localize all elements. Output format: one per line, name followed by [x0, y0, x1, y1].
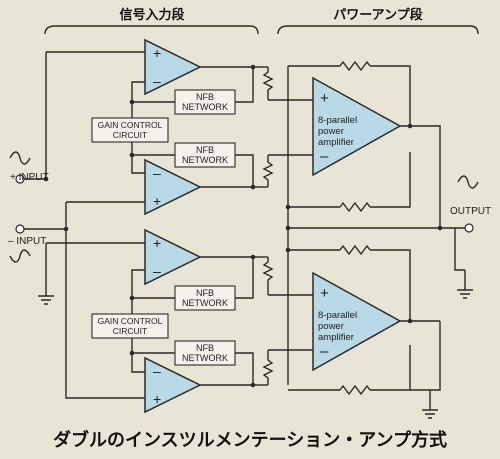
plus-sign: + [320, 90, 329, 107]
plus-sign: + [153, 45, 161, 61]
circuit-label: CIRCUIT [113, 326, 147, 336]
input-opamp-2: – + [144, 158, 202, 216]
network-label: NETWORK [182, 353, 228, 363]
nfb-network-box-1: NFB NETWORK [174, 89, 236, 115]
input-opamp-3: + – [144, 228, 202, 286]
gain-control-box-2: GAIN CONTROL CIRCUIT [91, 313, 169, 339]
wiring [24, 51, 466, 410]
amp-label-line3: amplifier [318, 137, 354, 148]
plus-sign: + [153, 391, 161, 407]
amp-label-line1: 8-parallel [318, 115, 357, 126]
minus-sign: – [153, 263, 161, 279]
nfb-label: NFB [196, 343, 214, 353]
input-stage-header: 信号入力段 [44, 7, 259, 35]
amp-label-line1: 8-parallel [318, 310, 357, 321]
nfb-network-box-4: NFB NETWORK [174, 340, 236, 366]
power-amplifier-1: + – 8-parallel power amplifier [312, 76, 402, 177]
plus-sign: + [320, 285, 329, 302]
output-terminal [457, 175, 479, 233]
nfb-network-box-3: NFB NETWORK [174, 285, 236, 311]
power-amplifier-2: + – 8-parallel power amplifier [312, 271, 402, 372]
amp-label-line2: power [318, 126, 344, 137]
network-label: NETWORK [182, 155, 228, 165]
amp-label-line3: amplifier [318, 332, 354, 343]
ground-symbol-right [457, 289, 473, 299]
input-stage-title: 信号入力段 [119, 7, 184, 23]
nfb-label: NFB [196, 145, 214, 155]
minus-sign: – [320, 343, 329, 360]
minus-input-terminal [9, 224, 31, 263]
plus-sign: + [153, 235, 161, 251]
network-label: NETWORK [182, 102, 228, 112]
output-label: OUTPUT [450, 206, 491, 217]
minus-sign: – [153, 363, 161, 379]
input-opamp-4: – + [144, 356, 202, 414]
power-stage-header: パワーアンプ段 [277, 7, 479, 35]
nfb-network-box-2: NFB NETWORK [174, 142, 236, 168]
gain-control-label: GAIN CONTROL [98, 316, 163, 326]
minus-sign: – [153, 73, 161, 89]
minus-sign: – [320, 148, 329, 165]
junctions [43, 64, 443, 388]
input-opamp-1: + – [144, 38, 202, 96]
power-stage-title: パワーアンプ段 [333, 7, 423, 23]
network-label: NETWORK [182, 298, 228, 308]
nfb-label: NFB [196, 288, 214, 298]
diagram-caption: ダブルのインスツルメンテーション・アンプ方式 [53, 429, 447, 451]
nfb-label: NFB [196, 92, 214, 102]
plus-input-terminal [9, 151, 31, 184]
circuit-label: CIRCUIT [113, 130, 147, 140]
gain-control-box-1: GAIN CONTROL CIRCUIT [91, 117, 169, 143]
plus-input-label: + INPUT [10, 172, 49, 183]
minus-sign: – [153, 165, 161, 181]
ground-symbol-bottom [422, 409, 438, 419]
gain-control-label: GAIN CONTROL [98, 120, 163, 130]
plus-sign: + [153, 193, 161, 209]
minus-input-label: – INPUT [8, 236, 46, 247]
ground-symbol-left [38, 290, 54, 305]
amp-label-line2: power [318, 321, 344, 332]
